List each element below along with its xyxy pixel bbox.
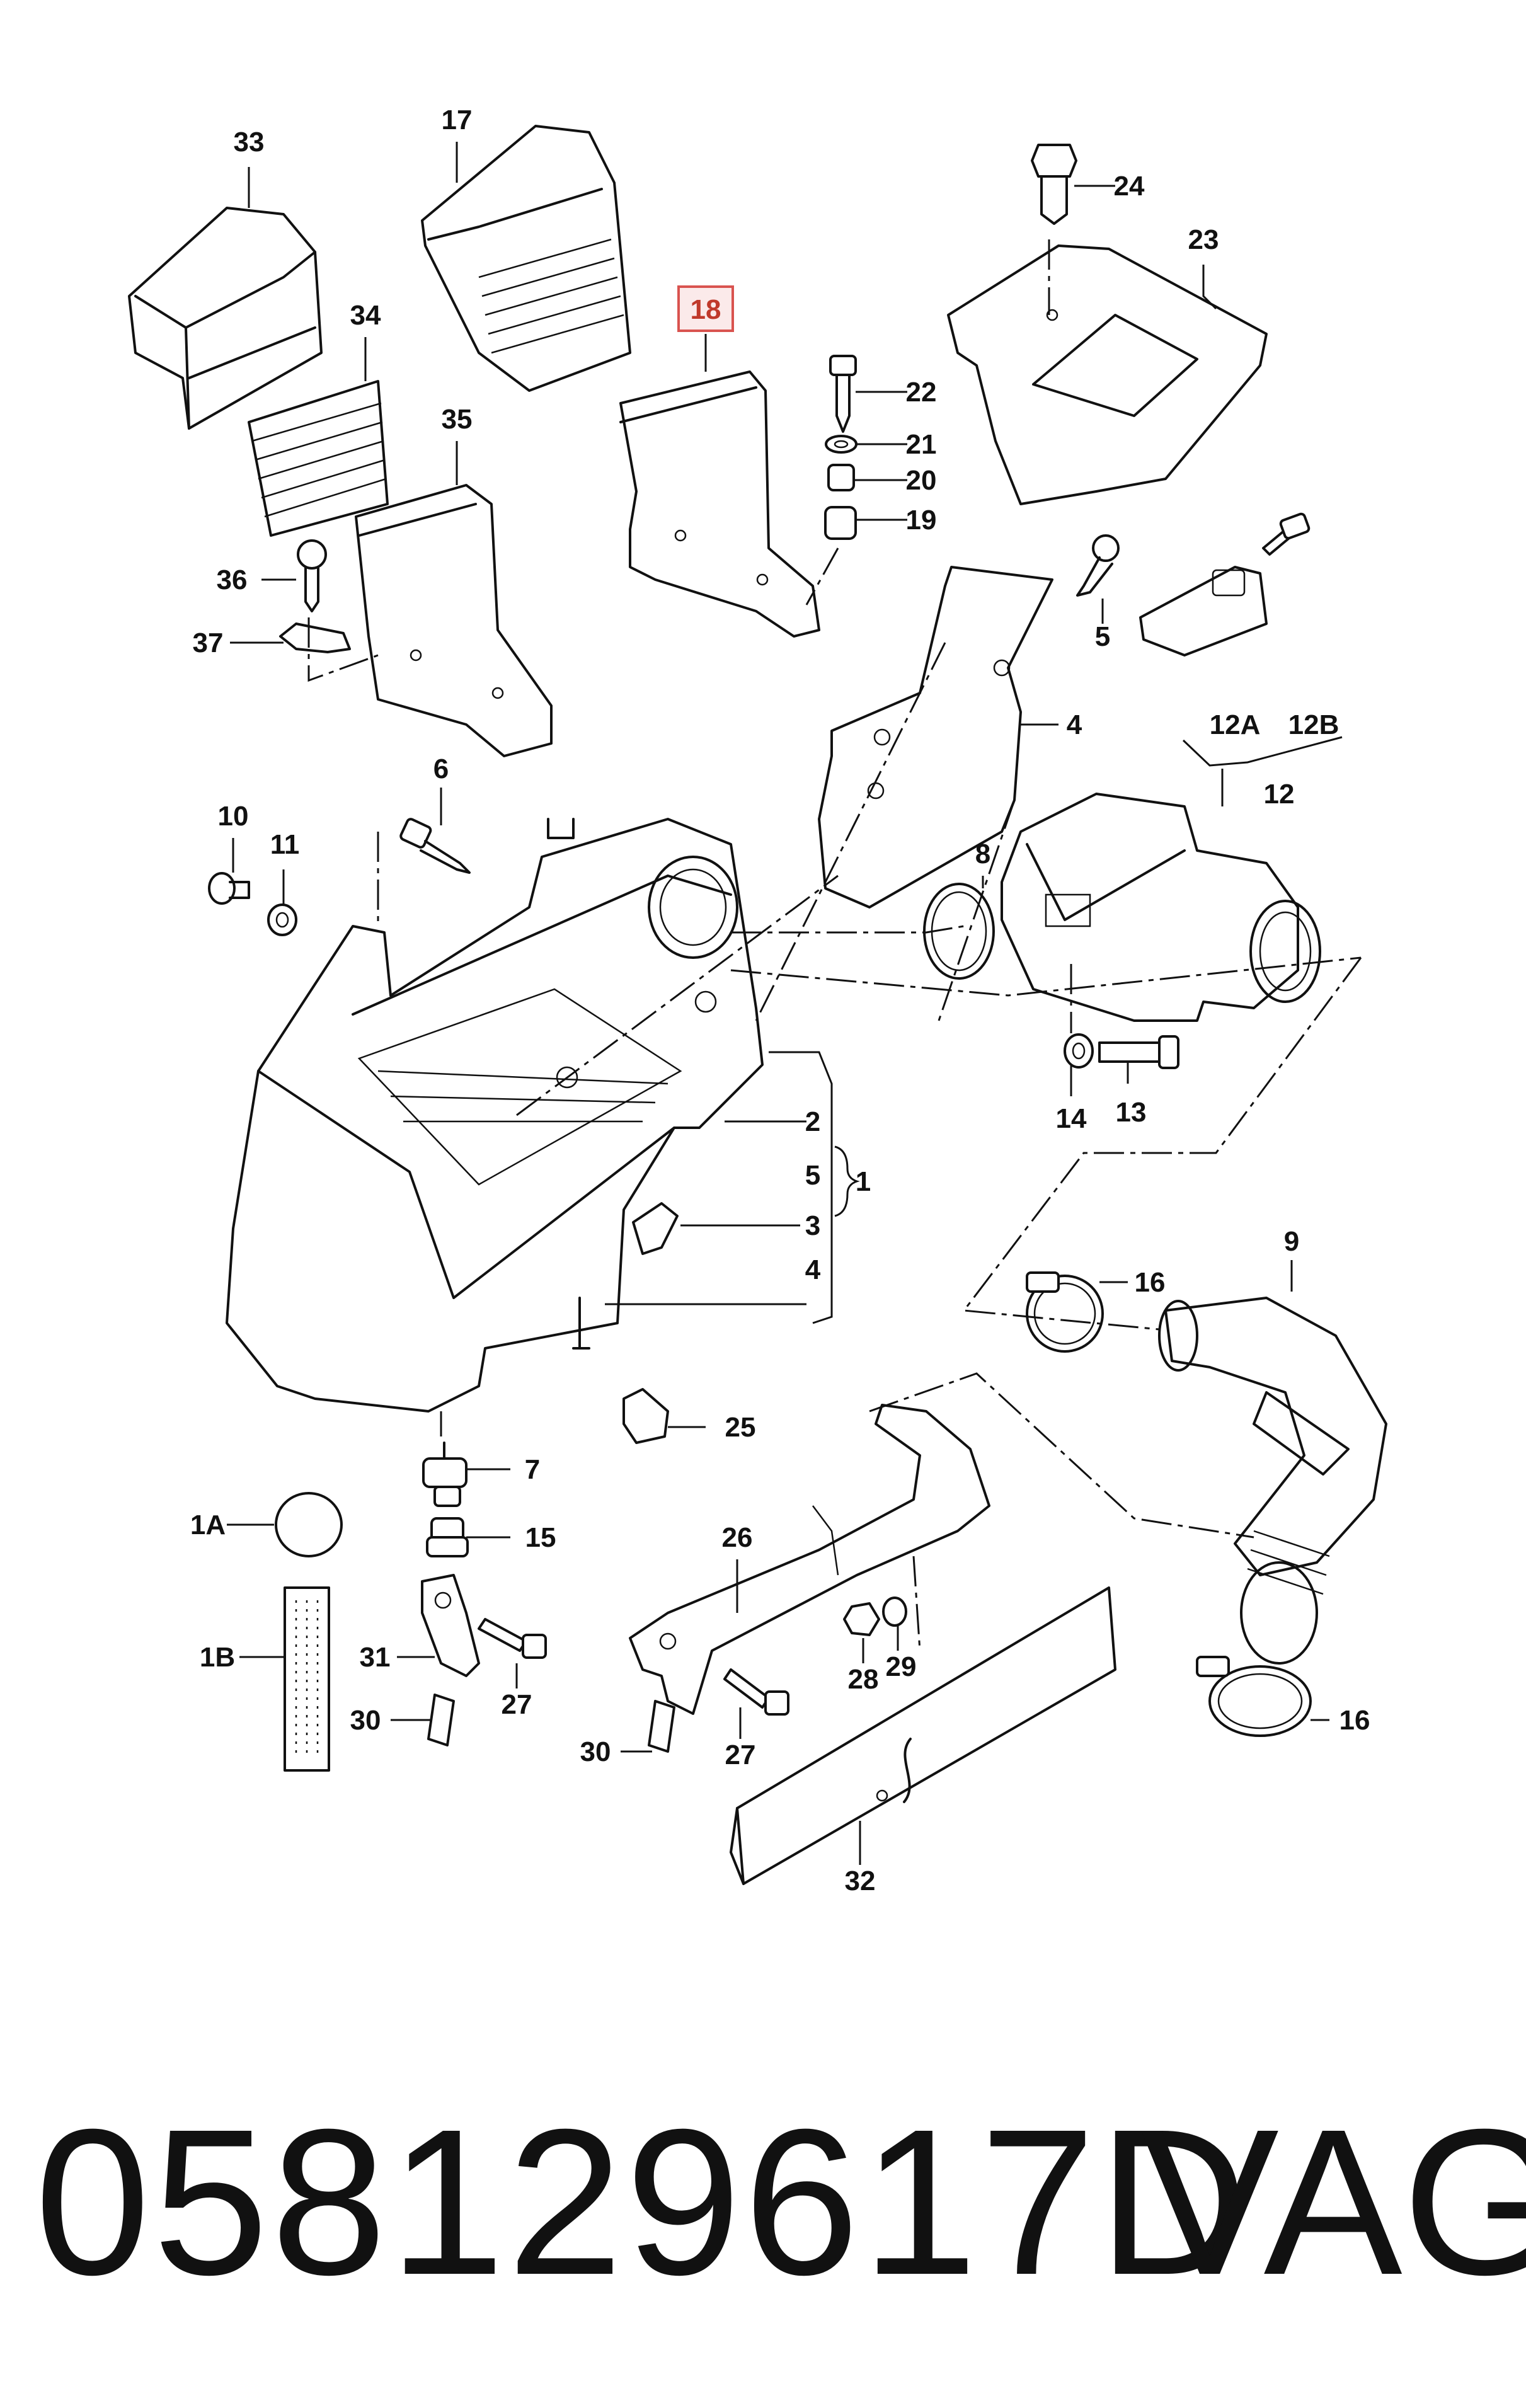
part-1B-foam-strip	[284, 1586, 330, 1772]
part-19-grommet	[824, 506, 857, 540]
part-11-washer	[267, 903, 297, 936]
callout-29: 29	[886, 1651, 917, 1682]
callout-13: 13	[1116, 1097, 1147, 1128]
part-6-bolt	[399, 818, 471, 874]
part-30b-screw	[648, 1700, 675, 1753]
callout-1B: 1B	[200, 1642, 235, 1673]
part-14-washer	[1064, 1033, 1094, 1069]
callout-10: 10	[218, 801, 249, 832]
callout-12A: 12A	[1210, 709, 1261, 740]
part-20-bushing	[827, 464, 855, 491]
callout-16a: 16	[1135, 1267, 1166, 1298]
part-1-air-filter-housing	[226, 818, 764, 1413]
callout-4: 4	[1067, 709, 1082, 740]
callout-11: 11	[270, 829, 300, 860]
callout-36: 36	[217, 565, 248, 595]
part-1A-cap	[275, 1492, 343, 1557]
assembly-lines	[307, 239, 1362, 1651]
part-7-mount	[422, 1442, 468, 1507]
callout-12: 12	[1264, 779, 1295, 810]
part-21-washer	[825, 435, 858, 454]
callout-18-highlight-box	[677, 285, 734, 332]
callout-9: 9	[1284, 1226, 1299, 1257]
callout-7: 7	[525, 1454, 540, 1485]
callout-22: 22	[906, 377, 937, 408]
callout-21: 21	[906, 429, 937, 460]
part-25-clip	[622, 1388, 669, 1444]
callout-12B: 12B	[1288, 709, 1340, 740]
part-5-screw	[1076, 534, 1120, 597]
part-24-bolt	[1031, 144, 1077, 225]
part-16a-hose-clamp	[1026, 1271, 1104, 1353]
callout-25: 25	[725, 1412, 756, 1443]
part-31-bracket	[421, 1574, 480, 1677]
part-number: 058129617D	[35, 2085, 1251, 2318]
part-16b-hose-clamp	[1196, 1656, 1312, 1737]
part-26-tube	[629, 1404, 990, 1715]
callout-33: 33	[234, 127, 265, 158]
part-12B-screw	[1262, 512, 1311, 556]
part-9-intake-hose	[1158, 1297, 1387, 1665]
part-10-stud	[208, 872, 250, 905]
callout-28: 28	[848, 1664, 879, 1695]
callout-6: 6	[433, 754, 449, 784]
callout-35: 35	[442, 404, 473, 435]
part-28-nut	[843, 1602, 880, 1636]
callout-15: 15	[525, 1522, 556, 1553]
callout-34: 34	[350, 300, 381, 331]
callout-2: 2	[805, 1106, 820, 1137]
part-35-air-duct	[355, 484, 553, 757]
callout-20: 20	[906, 465, 937, 496]
callout-1A: 1A	[190, 1510, 226, 1540]
callout-labels: 33 17 18 24 23 34 22 21 35 20 19 36 5 37…	[190, 105, 1370, 1896]
part-12-air-mass-meter	[1001, 793, 1321, 1022]
part-29-washer	[882, 1597, 907, 1627]
leader-lines	[227, 142, 1343, 1865]
part-12A-sensor	[1139, 566, 1268, 656]
callout-31: 31	[360, 1642, 391, 1673]
callout-27b: 27	[725, 1740, 756, 1770]
callout-32: 32	[845, 1866, 876, 1896]
part-32-rail	[730, 1586, 1116, 1885]
part-37-clip	[279, 622, 351, 653]
part-36-screw	[297, 539, 327, 612]
part-27a-bolt	[478, 1618, 547, 1659]
callout-26: 26	[722, 1522, 753, 1553]
callout-27a: 27	[502, 1689, 532, 1720]
callout-30b: 30	[580, 1736, 611, 1767]
callout-19: 19	[906, 505, 937, 536]
callout-5: 5	[1095, 621, 1110, 652]
callout-16b: 16	[1340, 1705, 1370, 1736]
brand-name: VAG	[1140, 2085, 1526, 2318]
callout-5b: 5	[805, 1160, 820, 1191]
part-33-intake-snorkel	[128, 207, 323, 430]
callout-8: 8	[975, 839, 990, 869]
part-4-bracket	[818, 566, 1053, 909]
part-22-screw	[829, 355, 857, 433]
part-30a-screw	[427, 1694, 455, 1746]
callout-14: 14	[1056, 1103, 1087, 1134]
part-18-intake-duct	[619, 370, 820, 638]
part-23-cover	[947, 244, 1268, 505]
callout-17: 17	[442, 105, 473, 135]
brace-1	[834, 1145, 860, 1217]
callout-4b: 4	[805, 1254, 821, 1285]
callout-3: 3	[805, 1210, 820, 1241]
part-3-clip	[632, 1202, 679, 1255]
part-17-upper-air-duct	[421, 125, 631, 392]
callout-24: 24	[1114, 171, 1145, 202]
callout-30a: 30	[350, 1705, 381, 1736]
part-13-bolt	[1098, 1035, 1179, 1069]
part-15-mount	[426, 1517, 469, 1557]
part-34-bellows	[248, 380, 389, 537]
part-27b-bolt	[723, 1668, 789, 1716]
callout-23: 23	[1188, 224, 1219, 255]
callout-18: 18	[691, 294, 721, 325]
callout-37: 37	[193, 628, 224, 658]
